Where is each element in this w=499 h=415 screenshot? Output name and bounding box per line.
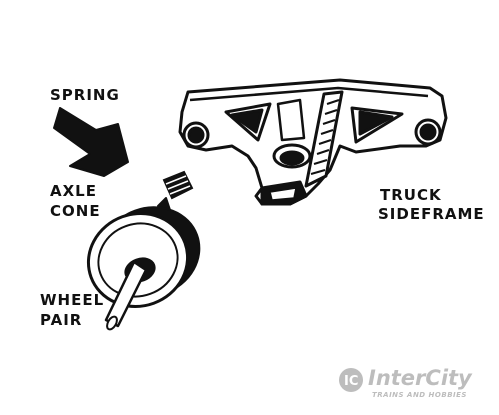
watermark-tagline: TRAINS AND HOBBIES	[372, 391, 467, 399]
pointer-arrow-icon	[53, 107, 129, 177]
label-cone: CONE	[50, 202, 101, 220]
truck-sideframe	[178, 78, 448, 206]
spring-part	[162, 170, 194, 200]
label-truck: TRUCK	[380, 186, 442, 204]
wheel-pair	[86, 197, 201, 331]
label-spring: SPRING	[50, 86, 120, 104]
label-sideframe: SIDEFRAME	[378, 205, 485, 223]
svg-text:IC: IC	[344, 374, 358, 389]
watermark-brand: InterCity	[368, 366, 472, 390]
label-axle: AXLE	[50, 182, 97, 200]
label-pair: PAIR	[40, 311, 83, 329]
label-wheel: WHEEL	[40, 291, 105, 309]
intercity-logo-icon: IC	[339, 368, 363, 392]
